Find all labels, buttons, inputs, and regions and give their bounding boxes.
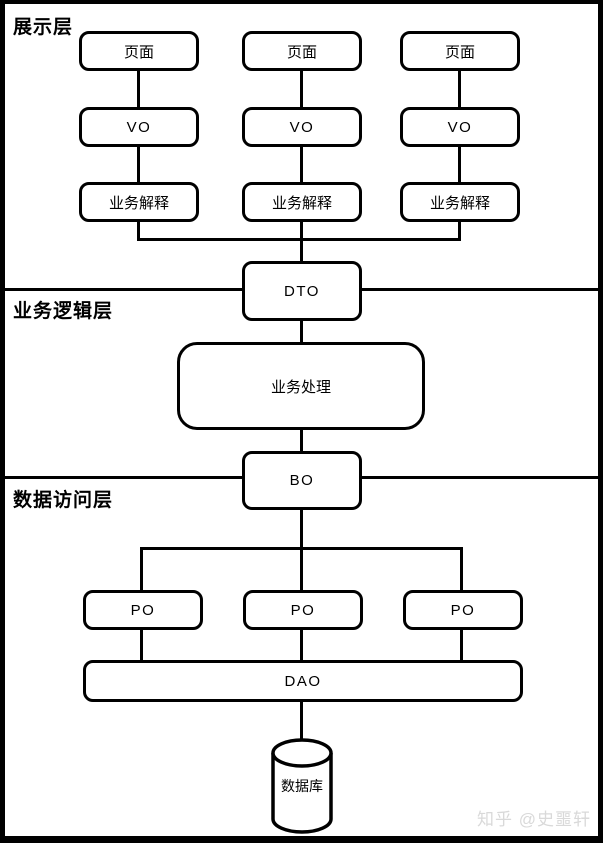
connector-line	[300, 430, 303, 451]
business-logic-layer-label: 业务逻辑层	[13, 301, 114, 322]
node-vo-2: VO	[242, 107, 362, 147]
connector-line	[137, 222, 140, 241]
connector-line	[300, 71, 303, 107]
node-page-2: 页面	[242, 31, 362, 71]
connector-line	[137, 238, 461, 241]
node-business-interpret-2: 业务解释	[242, 182, 362, 222]
connector-line	[300, 630, 303, 660]
database-cylinder-icon	[271, 738, 333, 834]
connector-line	[300, 702, 303, 740]
node-po-1: PO	[83, 590, 203, 630]
node-business-interpret-3: 业务解释	[400, 182, 520, 222]
connector-line	[140, 547, 143, 590]
node-po-2: PO	[243, 590, 363, 630]
node-vo-3: VO	[400, 107, 520, 147]
node-business-process: 业务处理	[177, 342, 425, 430]
connector-line	[458, 71, 461, 107]
node-po-3: PO	[403, 590, 523, 630]
connector-line	[300, 222, 303, 261]
connector-line	[460, 547, 463, 590]
connector-line	[140, 630, 143, 660]
connector-line	[300, 321, 303, 342]
node-vo-1: VO	[79, 107, 199, 147]
node-dto: DTO	[242, 261, 362, 321]
node-database-label: 数据库	[281, 778, 323, 794]
connector-line	[300, 510, 303, 550]
connector-line	[137, 71, 140, 107]
node-dao: DAO	[83, 660, 523, 702]
node-bo: BO	[242, 451, 362, 510]
presentation-layer-label: 展示层	[13, 17, 74, 38]
zhihu-watermark: 知乎 @史噩轩	[477, 810, 591, 829]
node-page-3: 页面	[400, 31, 520, 71]
connector-line	[458, 147, 461, 182]
connector-line	[300, 147, 303, 182]
connector-line	[300, 547, 303, 590]
connector-line	[458, 222, 461, 241]
connector-line	[460, 630, 463, 660]
connector-line	[137, 147, 140, 182]
node-page-1: 页面	[79, 31, 199, 71]
data-access-layer-label: 数据访问层	[13, 490, 114, 511]
node-business-interpret-1: 业务解释	[79, 182, 199, 222]
